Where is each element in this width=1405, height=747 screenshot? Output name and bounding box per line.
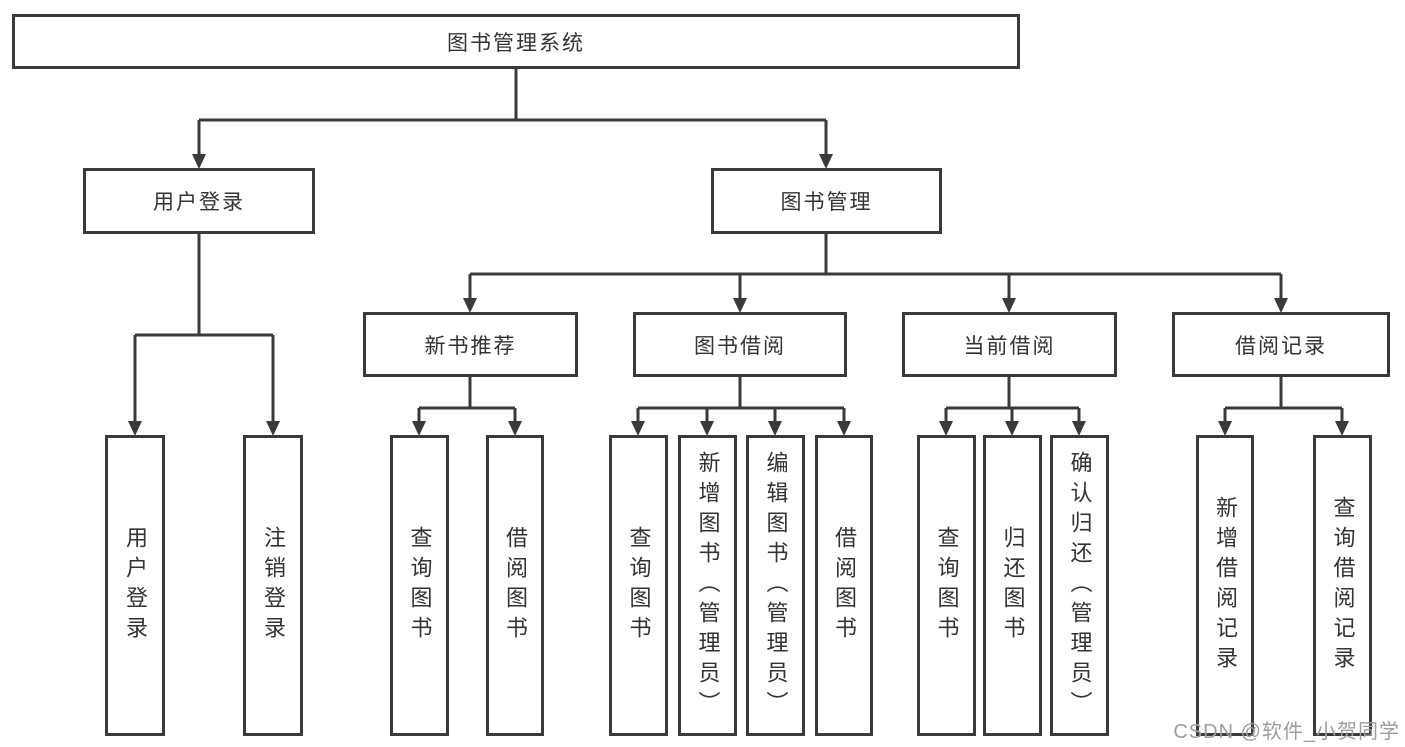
arrowhead — [412, 421, 426, 436]
node-new-book-recommendation: 新书推荐 — [363, 312, 578, 377]
leaf-borrow-books-borrowing: 借阅图书 — [815, 435, 873, 736]
leaf-confirm-return-admin: 确认归还（管理员） — [1050, 435, 1109, 736]
arrowhead — [837, 421, 851, 436]
leaf-query-books-current: 查询图书 — [917, 435, 976, 736]
leaf-query-books-recommend: 查询图书 — [390, 435, 449, 736]
node-book-management: 图书管理 — [711, 168, 942, 234]
arrowhead — [1002, 298, 1016, 313]
leaf-borrow-books-recommend: 借阅图书 — [486, 435, 544, 736]
watermark: CSDN @软件_小贺同学 — [1173, 721, 1400, 743]
arrowhead — [819, 154, 833, 169]
arrowhead — [631, 421, 645, 436]
leaf-add-borrow-record: 新增借阅记录 — [1196, 435, 1254, 736]
node-borrowing-records: 借阅记录 — [1172, 312, 1390, 377]
leaf-add-book-admin: 新增图书（管理员） — [678, 435, 737, 736]
arrowhead — [1218, 421, 1232, 436]
arrowhead — [266, 421, 280, 436]
leaf-edit-book-admin: 编辑图书（管理员） — [746, 435, 805, 736]
node-library-management-system: 图书管理系统 — [12, 14, 1020, 69]
arrowhead — [768, 421, 782, 436]
arrowhead — [192, 154, 206, 169]
arrowhead — [463, 298, 477, 313]
arrowhead — [128, 421, 142, 436]
arrowhead — [508, 421, 522, 436]
arrowhead — [700, 421, 714, 436]
leaf-query-books-borrowing: 查询图书 — [609, 435, 668, 736]
node-current-borrowing: 当前借阅 — [902, 312, 1117, 377]
leaf-query-borrow-record: 查询借阅记录 — [1313, 435, 1372, 736]
arrowhead — [1072, 421, 1086, 436]
leaf-user-login: 用户登录 — [105, 435, 165, 736]
leaf-return-books: 归还图书 — [983, 435, 1042, 736]
arrowhead — [939, 421, 953, 436]
arrowhead — [1005, 421, 1019, 436]
leaf-logout: 注销登录 — [243, 435, 303, 736]
node-book-borrowing: 图书借阅 — [633, 312, 847, 377]
node-user-login: 用户登录 — [83, 168, 315, 234]
arrowhead — [733, 298, 747, 313]
arrowhead — [1274, 298, 1288, 313]
arrowhead — [1335, 421, 1349, 436]
